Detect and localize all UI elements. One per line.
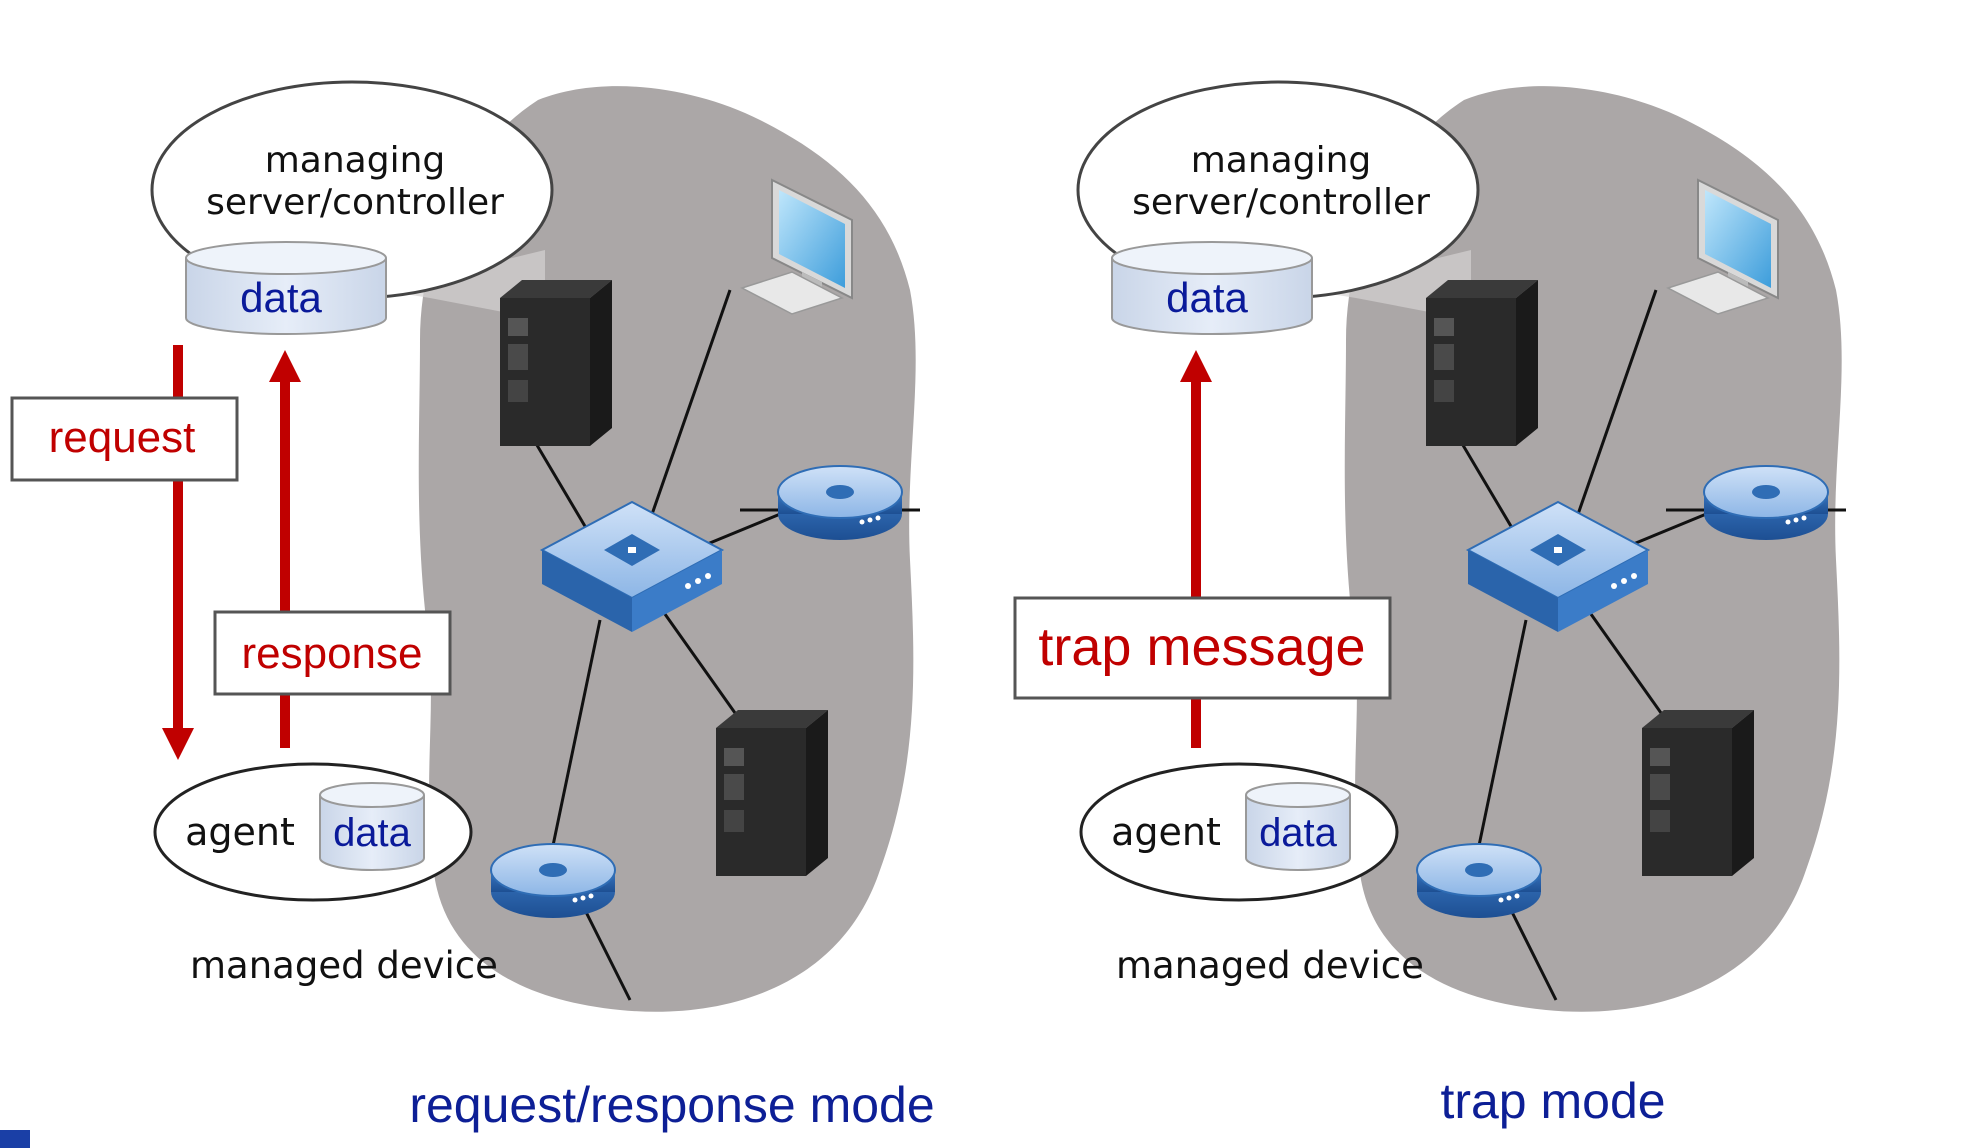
agent-data-cylinder	[1245, 782, 1351, 871]
server-tower-icon	[1642, 710, 1754, 876]
response-arrow	[269, 350, 301, 748]
server-tower-icon	[716, 710, 828, 876]
manager-data-cylinder	[185, 241, 387, 335]
corner-marker	[0, 1130, 30, 1148]
manager-label-line2: server/controller	[1132, 182, 1430, 223]
manager-label-line1: managing	[265, 140, 446, 181]
agent-label: agent	[185, 810, 295, 854]
switch-puck-icon	[1703, 465, 1829, 541]
right-panel: managing server/controller data agent da…	[1013, 80, 1846, 1129]
left-caption: request/response mode	[409, 1077, 934, 1133]
switch-puck-icon	[1416, 843, 1542, 919]
right-caption: trap mode	[1440, 1073, 1665, 1129]
response-label-box	[213, 610, 452, 696]
agent-data-cylinder	[319, 782, 425, 871]
request-arrow	[162, 345, 194, 760]
switch-puck-icon	[777, 465, 903, 541]
agent-label: agent	[1111, 810, 1221, 854]
trap-label: trap message	[1038, 617, 1365, 677]
manager-label-line1: managing	[1191, 140, 1372, 181]
managed-device-label: managed device	[190, 944, 498, 987]
trap-arrow	[1180, 350, 1212, 748]
response-label: response	[241, 629, 422, 678]
request-label-box	[10, 396, 239, 482]
agent-data-label: data	[1259, 811, 1338, 855]
server-tower-icon	[1426, 280, 1538, 446]
manager-data-label: data	[240, 274, 322, 321]
manager-data-label: data	[1166, 274, 1248, 321]
manager-data-cylinder	[1111, 241, 1313, 335]
request-label: request	[49, 413, 196, 462]
left-panel: managing server/controller data agent da…	[10, 80, 935, 1133]
agent-data-label: data	[333, 811, 412, 855]
switch-puck-icon	[490, 843, 616, 919]
server-tower-icon	[500, 280, 612, 446]
trap-label-box	[1013, 596, 1392, 700]
manager-label-line2: server/controller	[206, 182, 504, 223]
managed-device-label: managed device	[1116, 944, 1424, 987]
